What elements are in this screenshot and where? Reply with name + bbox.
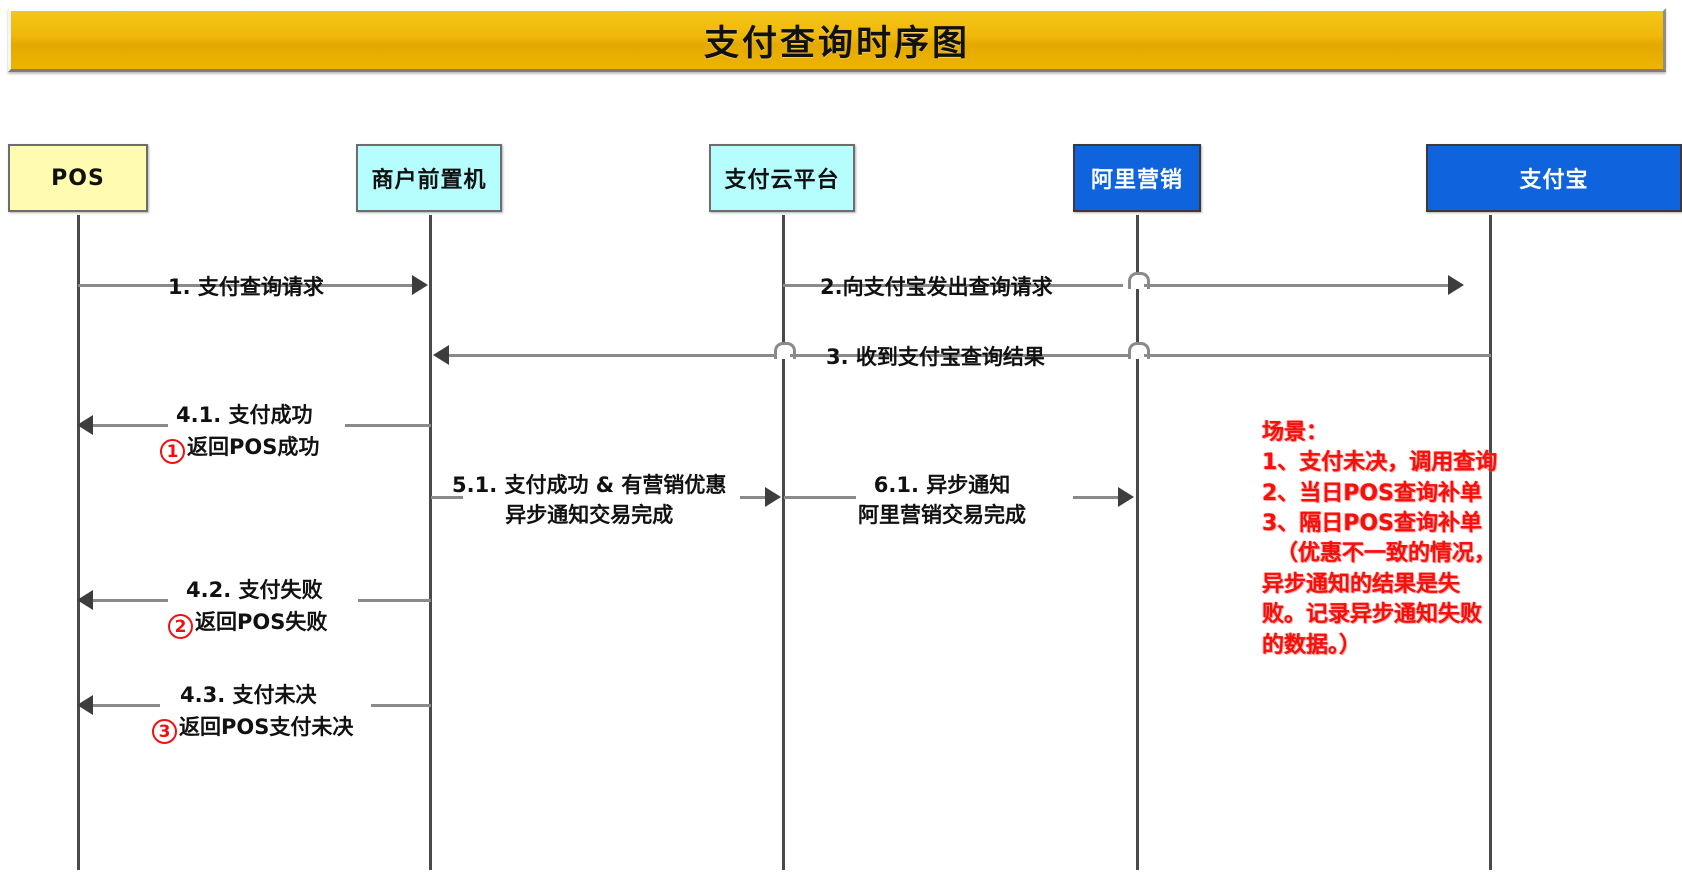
message-label-3: 3. 收到支付宝查询结果 bbox=[826, 345, 1045, 369]
message-arrowhead-43 bbox=[77, 695, 93, 715]
message-arrowhead-61 bbox=[1118, 487, 1134, 507]
actor-box-pos[interactable]: POS bbox=[8, 144, 148, 212]
message-line-51b bbox=[740, 496, 766, 499]
lifeline-pos bbox=[77, 215, 80, 870]
message-arrowhead-41 bbox=[77, 415, 93, 435]
message-line-42a bbox=[92, 599, 168, 602]
message-line-2b bbox=[1144, 284, 1450, 287]
annotation-marker-1: 1 bbox=[160, 439, 185, 464]
message-line-3b bbox=[790, 354, 1128, 357]
actor-label-frontend: 商户前置机 bbox=[371, 168, 487, 193]
message-label-61: 6.1. 异步通知 阿里营销交易完成 bbox=[858, 473, 1026, 528]
actor-box-cloud[interactable]: 支付云平台 bbox=[709, 144, 855, 212]
message-label-51: 5.1. 支付成功 & 有营销优惠 异步通知交易完成 bbox=[452, 473, 727, 528]
actor-box-frontend[interactable]: 商户前置机 bbox=[356, 144, 502, 212]
lifeline-alimkt bbox=[1136, 215, 1139, 870]
message-line-1 bbox=[78, 284, 413, 287]
message-line-41a bbox=[92, 424, 168, 427]
message-label-41-top: 4.1. 支付成功 bbox=[176, 403, 313, 427]
message-arrowhead-2 bbox=[1448, 275, 1464, 295]
annotation-text-1: 返回POS成功 bbox=[187, 435, 320, 459]
actor-box-alipay[interactable]: 支付宝 bbox=[1426, 144, 1682, 212]
message-line-41b bbox=[345, 424, 431, 427]
scenario-note-line-2: 2、当日POS查询补单 bbox=[1262, 480, 1482, 506]
message-line-3a bbox=[449, 354, 774, 357]
scenario-note-heading: 场景： bbox=[1262, 420, 1329, 445]
message-line-3c bbox=[1144, 354, 1491, 357]
message-label-2: 2.向支付宝发出查询请求 bbox=[820, 275, 1053, 299]
scenario-note-line-1: 1、支付未决，调用查询 bbox=[1262, 450, 1498, 476]
scenario-note-line-7: 的数据。） bbox=[1262, 632, 1362, 658]
diagram-title-banner: 支付查询时序图 bbox=[8, 8, 1666, 72]
actor-label-cloud: 支付云平台 bbox=[724, 168, 840, 193]
message-label-42-top: 4.2. 支付失败 bbox=[186, 578, 323, 602]
message-line-2a bbox=[783, 284, 1123, 287]
scenario-note-line-4: （优惠不一致的情况， bbox=[1276, 541, 1497, 567]
message-arrowhead-42 bbox=[77, 590, 93, 610]
lifeline-frontend bbox=[429, 215, 432, 870]
message-arrowhead-51 bbox=[765, 487, 781, 507]
message-line-43b bbox=[371, 704, 431, 707]
message-line-43a bbox=[92, 704, 160, 707]
actor-box-alimkt[interactable]: 阿里营销 bbox=[1073, 144, 1201, 212]
message-label-43-top: 4.3. 支付未决 bbox=[180, 683, 317, 707]
annotation-marker-3: 3 bbox=[152, 719, 177, 744]
actor-label-alimkt: 阿里营销 bbox=[1090, 168, 1183, 193]
actor-label-pos: POS bbox=[51, 165, 105, 191]
message-label-1: 1. 支付查询请求 bbox=[168, 275, 324, 299]
message-arrowhead-3 bbox=[433, 345, 449, 365]
scenario-note-line-6: 败。记录异步通知失败 bbox=[1262, 602, 1483, 628]
scenario-note-line-5: 异步通知的结果是失 bbox=[1262, 571, 1461, 597]
annotation-text-2: 返回POS失败 bbox=[195, 610, 328, 634]
annotation-text-3: 返回POS支付未决 bbox=[179, 715, 354, 739]
annotation-marker-2: 2 bbox=[168, 614, 193, 639]
scenario-note: 场景： 1、支付未决，调用查询 2、当日POS查询补单 3、隔日POS查询补单 … bbox=[1262, 418, 1497, 661]
message-line-61b bbox=[1073, 496, 1120, 499]
lifeline-alipay bbox=[1489, 215, 1492, 870]
lifeline-cloud bbox=[782, 215, 785, 870]
message-arrowhead-1 bbox=[412, 275, 428, 295]
message-line-42b bbox=[358, 599, 431, 602]
page-title: 支付查询时序图 bbox=[703, 23, 970, 64]
message-line-61a bbox=[784, 496, 856, 499]
message-line-51a bbox=[431, 496, 463, 499]
actor-label-alipay: 支付宝 bbox=[1519, 168, 1589, 193]
scenario-note-line-3: 3、隔日POS查询补单 bbox=[1262, 511, 1482, 537]
